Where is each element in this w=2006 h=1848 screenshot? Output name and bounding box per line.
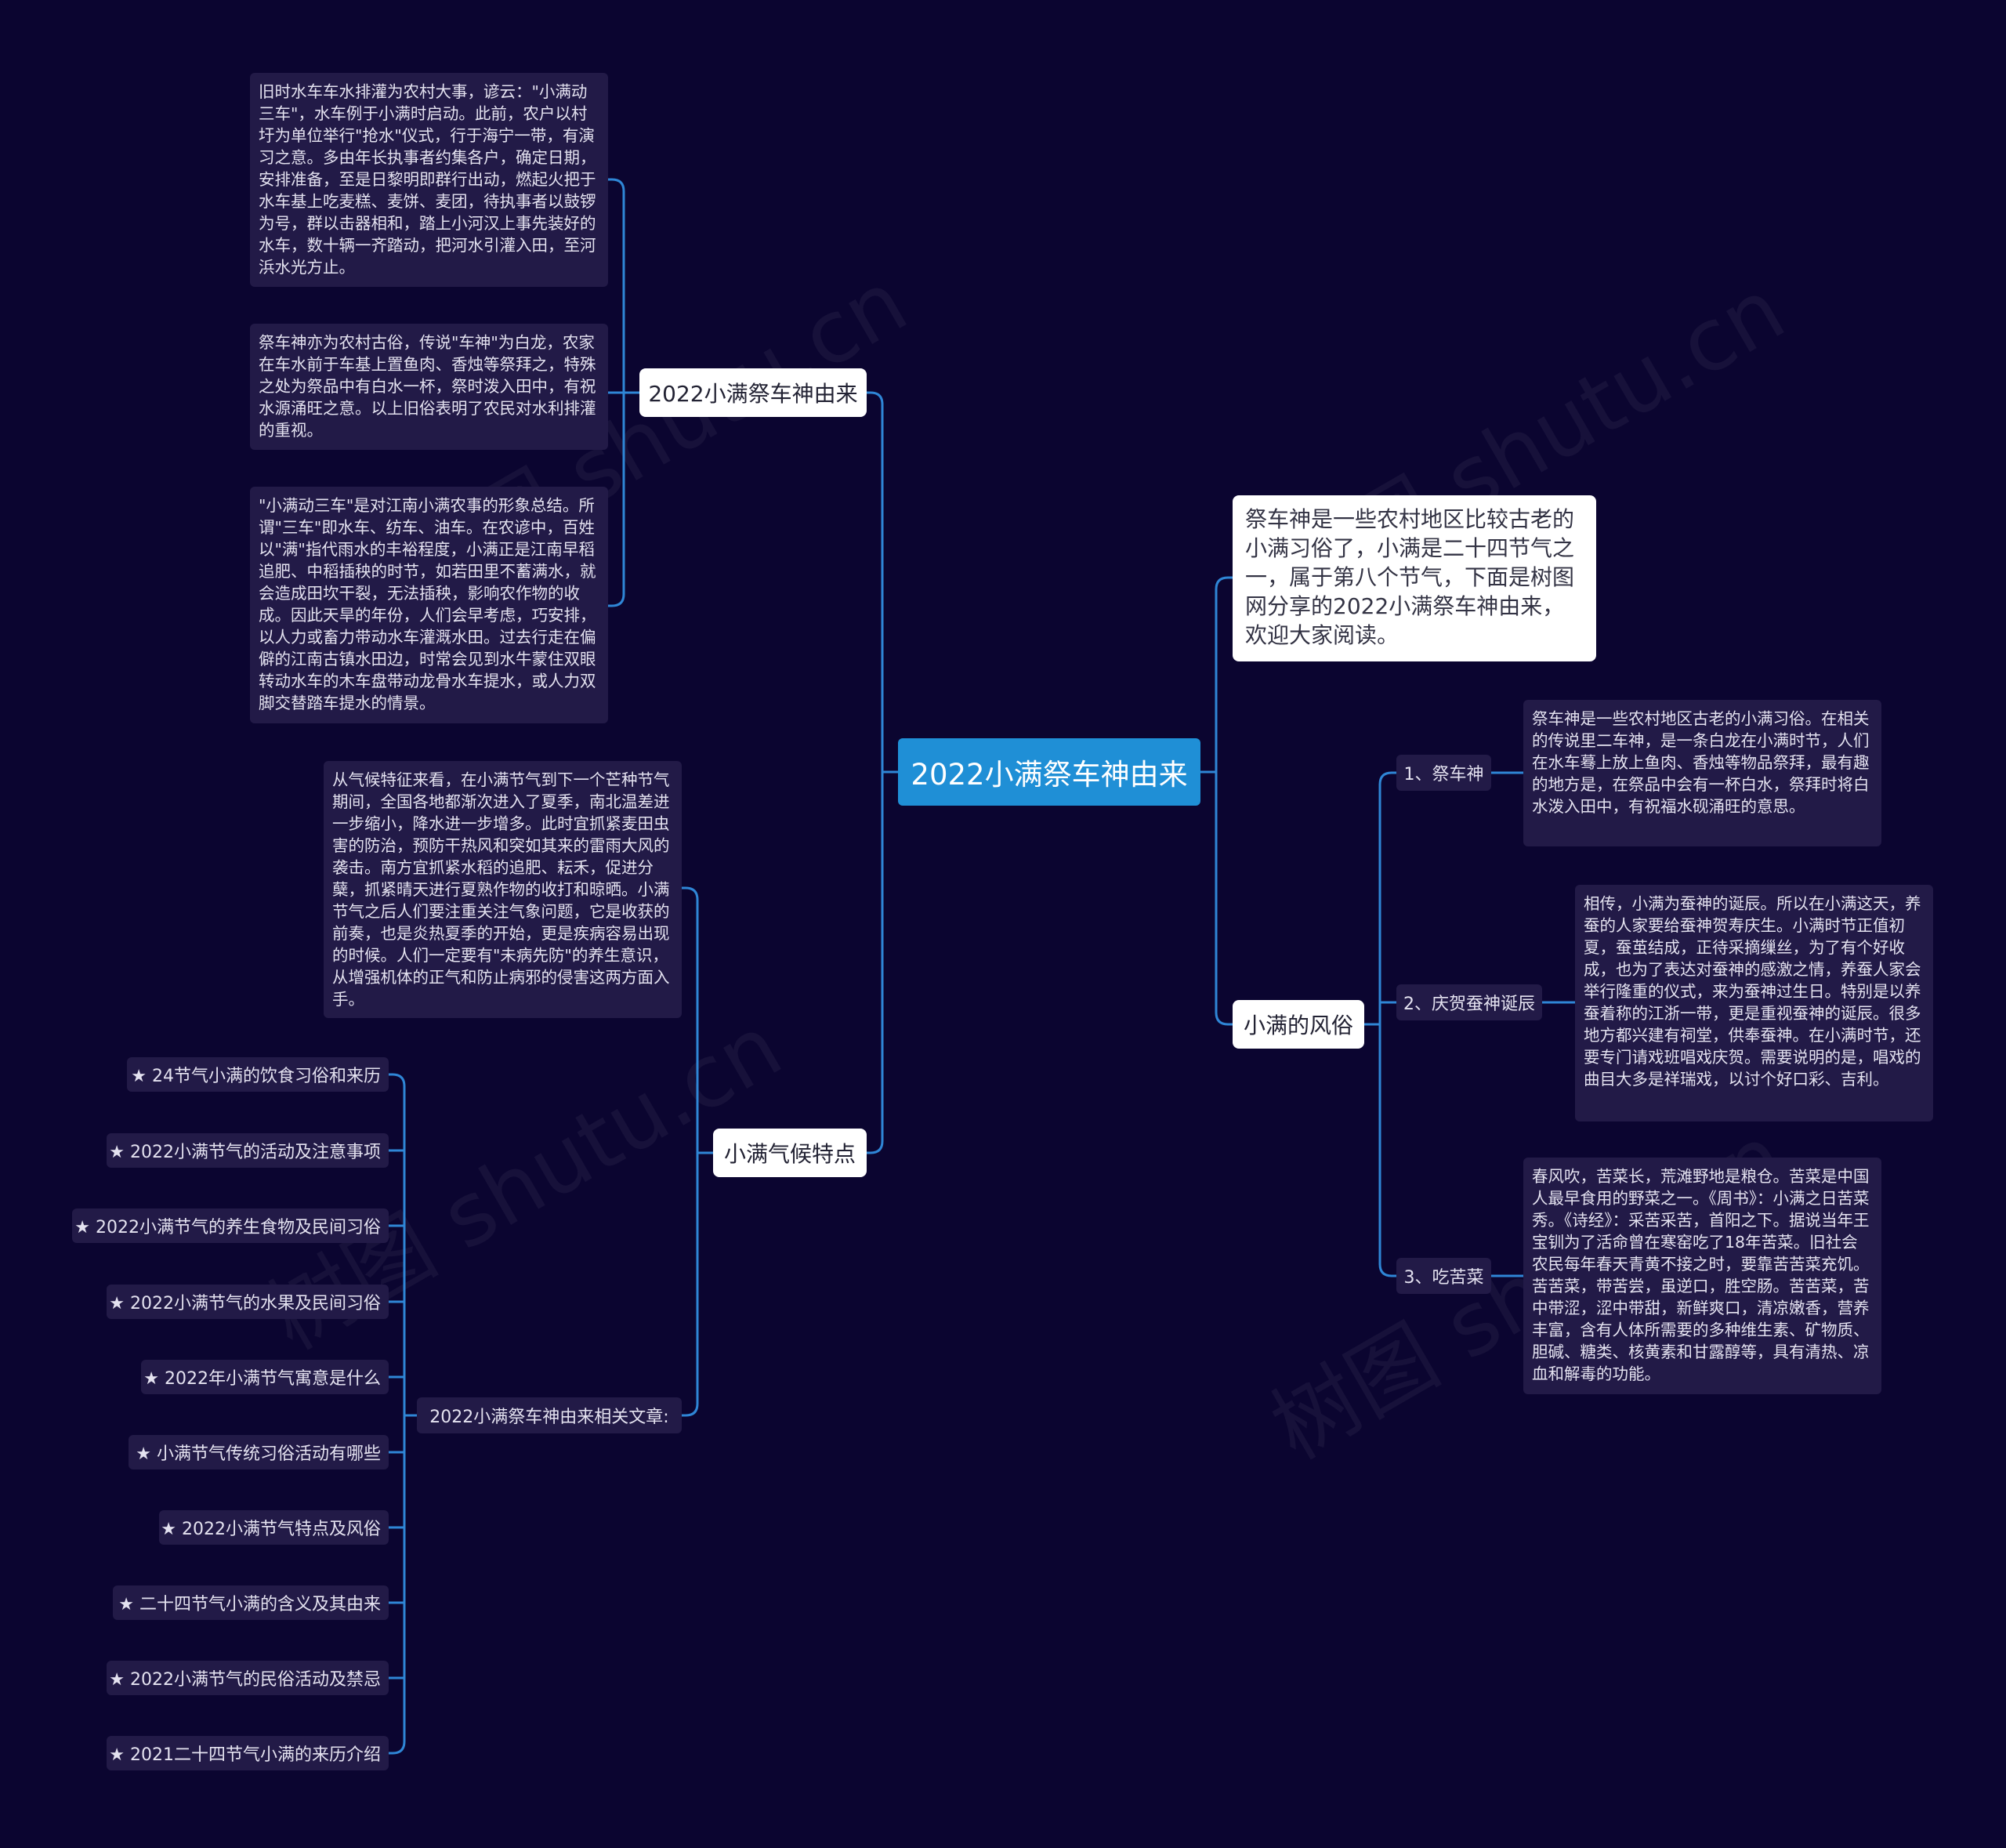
article-link[interactable]: ★ 2022小满节气特点及风俗: [159, 1510, 389, 1545]
article-link[interactable]: ★ 2022年小满节气寓意是什么: [141, 1360, 389, 1394]
branch-customs[interactable]: 小满的风俗: [1233, 1000, 1364, 1049]
related-articles-label[interactable]: 2022小满祭车神由来相关文章:: [417, 1397, 682, 1433]
article-link[interactable]: ★ 小满节气传统习俗活动有哪些: [129, 1435, 389, 1469]
article-link[interactable]: ★ 2022小满节气的水果及民间习俗: [107, 1285, 389, 1319]
custom-item-1[interactable]: 1、祭车神: [1396, 755, 1491, 791]
article-link[interactable]: ★ 2022小满节气的养生食物及民间习俗: [72, 1208, 389, 1243]
article-link[interactable]: ★ 二十四节气小满的含义及其由来: [113, 1585, 389, 1620]
custom-leaf-1: 祭车神是一些农村地区古老的小满习俗。在相关的传说里二车神，是一条白龙在小满时节，…: [1523, 700, 1881, 846]
climate-leaf: 从气候特征来看，在小满节气到下一个芒种节气期间，全国各地都渐次进入了夏季，南北温…: [324, 761, 682, 1018]
branch-origin[interactable]: 2022小满祭车神由来: [639, 368, 867, 417]
origin-leaf-3: "小满动三车"是对江南小满农事的形象总结。所谓"三车"即水车、纺车、油车。在农谚…: [250, 487, 608, 723]
custom-leaf-2: 相传，小满为蚕神的诞辰。所以在小满这天，养蚕的人家要给蚕神贺寿庆生。小满时节正值…: [1575, 885, 1933, 1121]
article-link[interactable]: ★ 2022小满节气的民俗活动及禁忌: [107, 1661, 389, 1695]
intro-node[interactable]: 祭车神是一些农村地区比较古老的小满习俗了，小满是二十四节气之一，属于第八个节气，…: [1233, 495, 1596, 661]
custom-item-2[interactable]: 2、庆贺蚕神诞辰: [1396, 984, 1542, 1020]
article-link[interactable]: ★ 2021二十四节气小满的来历介绍: [107, 1736, 389, 1770]
origin-leaf-2: 祭车神亦为农村古俗，传说"车神"为白龙，农家在车水前于车基上置鱼肉、香烛等祭拜之…: [250, 324, 608, 450]
custom-leaf-3: 春风吹，苦菜长，荒滩野地是粮仓。苦菜是中国人最早食用的野菜之一。《周书》：小满之…: [1523, 1158, 1881, 1394]
branch-climate[interactable]: 小满气候特点: [713, 1129, 867, 1177]
origin-leaf-1: 旧时水车车水排灌为农村大事，谚云："小满动三车"，水车例于小满时启动。此前，农户…: [250, 73, 608, 287]
root-node[interactable]: 2022小满祭车神由来: [898, 738, 1200, 806]
custom-item-3[interactable]: 3、吃苦菜: [1396, 1258, 1491, 1294]
article-link[interactable]: ★ 24节气小满的饮食习俗和来历: [127, 1057, 389, 1092]
article-link[interactable]: ★ 2022小满节气的活动及注意事项: [107, 1133, 389, 1168]
